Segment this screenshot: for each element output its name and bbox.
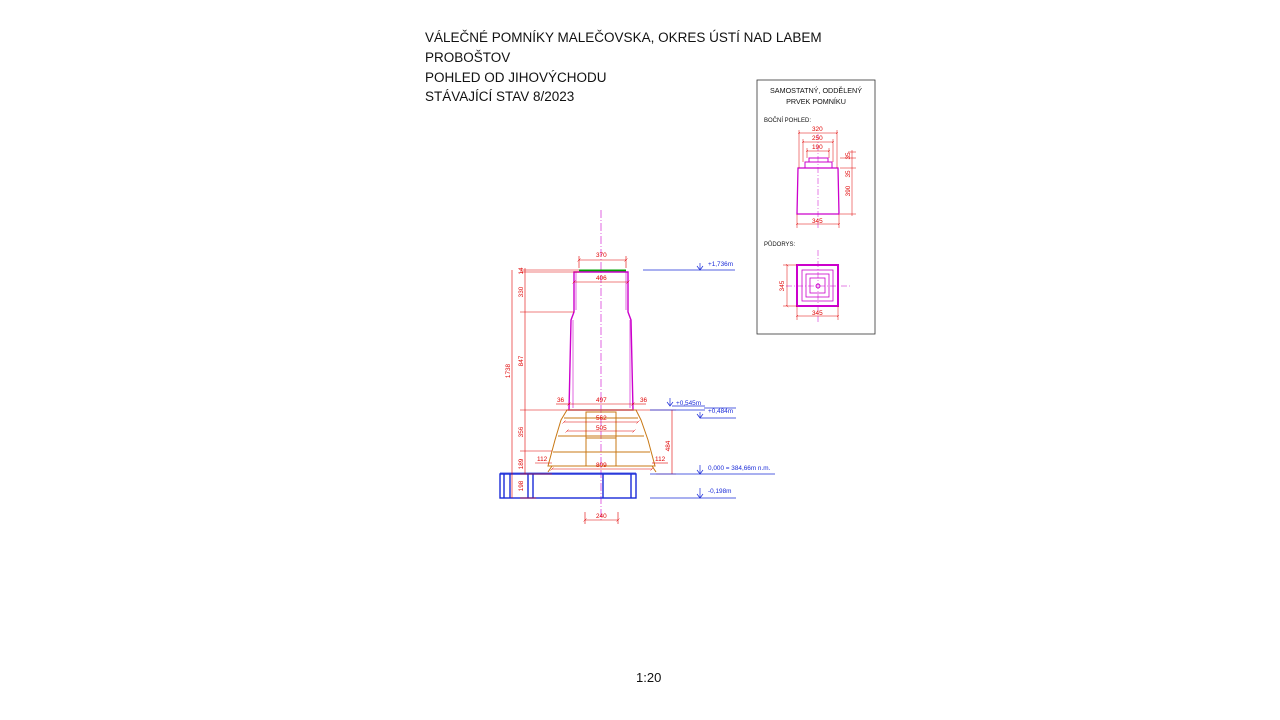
plan-view-label: PŮDORYS: <box>764 241 796 248</box>
elevation-zero: 0,000 = 384,66m n.m. <box>708 465 771 472</box>
elevation-foundation: -0,198m <box>708 488 731 495</box>
horizontal-dimensions <box>535 256 668 524</box>
plan-view-element <box>786 250 850 322</box>
side-dim-v35b: 35 <box>845 170 852 178</box>
side-dim-345: 345 <box>812 218 823 225</box>
dim-v-base: 356 <box>518 426 525 437</box>
dim-v-top: 14 <box>518 267 525 275</box>
detail-heading-1: SAMOSTATNÝ, ODDĚLENÝ <box>770 86 862 95</box>
dim-v-plinth: 189 <box>518 458 525 469</box>
foundation <box>499 472 637 499</box>
dim-bottom-width: 240 <box>596 513 607 520</box>
dim-plinth-width: 809 <box>596 462 607 469</box>
dim-base-width: 497 <box>596 397 607 404</box>
plan-dim-345-left: 345 <box>779 280 786 291</box>
detail-heading-2: PRVEK POMNÍKU <box>786 97 846 106</box>
side-view-label: BOČNÍ POHLED: <box>764 117 811 124</box>
side-dim-250: 250 <box>812 135 823 142</box>
elevation-top: +1,736m <box>708 261 733 268</box>
elevation-base: +0,484m <box>708 408 733 415</box>
title-line-4: STÁVAJÍCÍ STAV 8/2023 <box>425 89 575 105</box>
dim-v-shaft: 847 <box>518 355 525 366</box>
plan-dim-345-bottom: 345 <box>812 310 823 317</box>
side-dim-320: 320 <box>812 126 823 133</box>
dim-v-foundation: 198 <box>518 480 525 491</box>
dim-v-upper: 330 <box>518 286 525 297</box>
drawing-title-block: VÁLEČNÉ POMNÍKY MALEČOVSKA, OKRES ÚSTÍ N… <box>425 28 822 107</box>
side-dim-v35a: 35 <box>845 152 852 160</box>
monument-base <box>547 409 657 473</box>
title-line-1: VÁLEČNÉ POMNÍKY MALEČOVSKA, OKRES ÚSTÍ N… <box>425 30 822 45</box>
dim-inner-width-2: 505 <box>596 425 607 432</box>
side-dim-v390: 390 <box>845 185 852 196</box>
elevation-base-top: +0,545m <box>676 400 701 407</box>
dim-offset-right: 36 <box>640 397 648 404</box>
dim-v-right: 484 <box>665 440 672 451</box>
dim-v-total: 1738 <box>505 363 512 378</box>
vertical-dimensions <box>511 268 676 499</box>
drawing-scale: 1:20 <box>636 670 662 685</box>
dim-top-width: 370 <box>596 252 607 259</box>
dim-step-left: 112 <box>537 456 548 463</box>
main-elevation: 370 406 497 36 36 562 505 809 112 112 24… <box>499 210 775 524</box>
title-line-3: POHLED OD JIHOVÝCHODU <box>425 69 607 85</box>
side-dim-190: 190 <box>812 144 823 151</box>
dim-inner-width-1: 562 <box>596 415 607 422</box>
elevation-markers <box>643 263 775 499</box>
dim-offset-left: 36 <box>557 397 565 404</box>
title-line-2: PROBOŠTOV <box>425 49 511 65</box>
dim-top-lower-width: 406 <box>596 275 607 282</box>
dim-step-right: 112 <box>655 456 666 463</box>
detail-panel: SAMOSTATNÝ, ODDĚLENÝ PRVEK POMNÍKU BOČNÍ… <box>756 79 876 335</box>
